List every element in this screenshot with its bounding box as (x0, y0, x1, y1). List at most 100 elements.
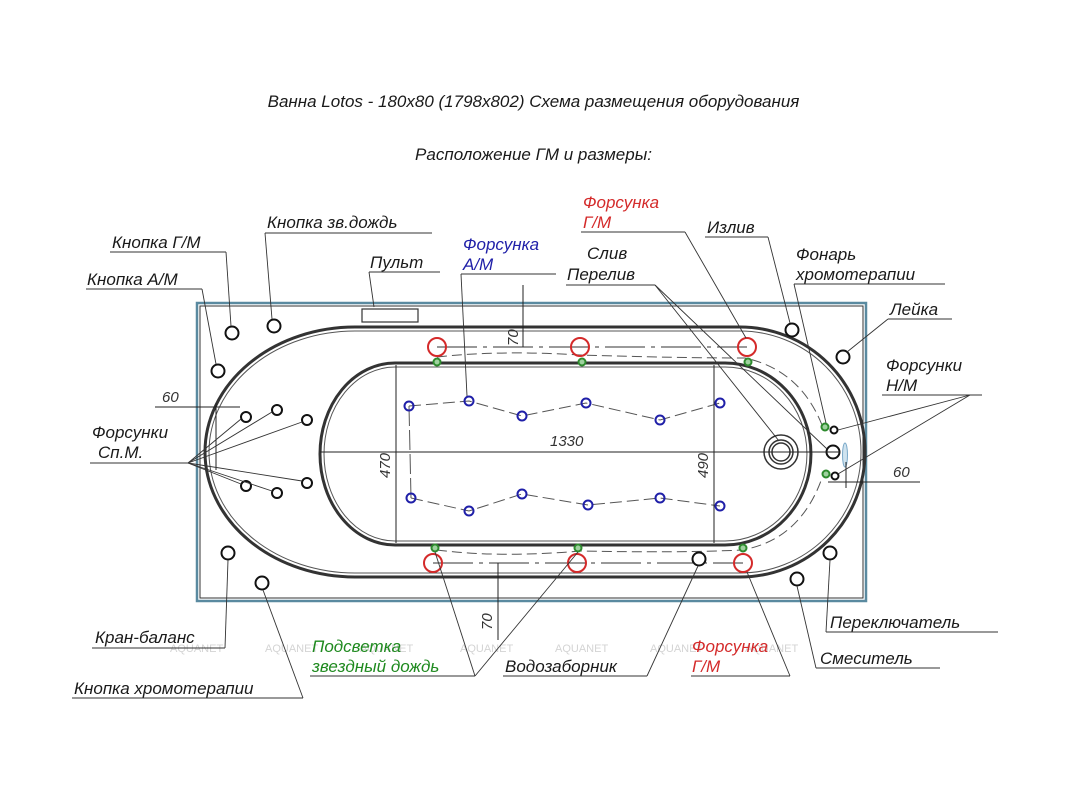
watermark-row: AQUANET AQUANET AQUANET AQUANET AQUANET … (170, 643, 798, 655)
air-jet (714, 397, 726, 409)
watermark: AQUANET (360, 643, 413, 655)
tub-rim-outline (203, 325, 867, 579)
air-jet (580, 397, 592, 409)
watermark: AQUANET (265, 643, 318, 655)
button-hydro-massage (224, 325, 240, 341)
label-overflow: Перелив (567, 265, 635, 284)
dim-offset-top: 70 (505, 329, 522, 346)
star-light (738, 543, 748, 553)
dimension-lines (155, 285, 920, 640)
button-air-massage (210, 363, 226, 379)
star-light (432, 357, 442, 367)
label-mixer: Смеситель (820, 649, 913, 668)
label-spine-jets-1: Форсунки (92, 423, 169, 442)
star-light (743, 357, 753, 367)
star-light (577, 357, 587, 367)
faucet-balance (220, 545, 236, 561)
label-water-intake: Водозаборник (505, 657, 618, 676)
label-air-jet-1: Форсунка (463, 235, 539, 254)
label-button-air-massage: Кнопка А/М (87, 270, 178, 289)
dim-length: 1330 (550, 433, 584, 450)
star-light (573, 543, 583, 553)
label-control-panel: Пульт (370, 253, 423, 272)
label-button-chromotherapy: Кнопка хромотерапии (74, 679, 254, 698)
leader-lines (72, 231, 998, 699)
dim-offset-bottom: 70 (479, 613, 496, 630)
label-neck-jets-2: Н/М (886, 376, 918, 395)
spout (842, 442, 848, 468)
label-hydro-jet-bottom-1: Форсунка (692, 637, 768, 656)
button-star-rain (266, 318, 282, 334)
hydro-jet (570, 337, 590, 357)
dim-width-right: 490 (695, 452, 712, 478)
star-light (430, 543, 440, 553)
tub-outer-frame-inner (199, 305, 864, 599)
label-star-light-2: звездный дождь (311, 657, 439, 676)
air-jet (403, 400, 415, 412)
label-faucet-balance: Кран-баланс (95, 628, 195, 647)
button-chromotherapy (254, 575, 270, 591)
watermark: AQUANET (650, 643, 703, 655)
pipe-line-bottom (436, 477, 823, 555)
air-jet (714, 500, 726, 512)
air-jet (516, 488, 528, 500)
label-spout: Излив (707, 218, 755, 237)
mixer (789, 571, 805, 587)
label-hand-shower: Лейка (889, 300, 938, 319)
hydro-jet (567, 553, 587, 573)
water-intake (691, 551, 707, 567)
dim-offset-right: 60 (893, 464, 910, 481)
spine-jet (271, 487, 283, 499)
air-jet (463, 395, 475, 407)
label-button-hydro-massage: Кнопка Г/М (112, 233, 201, 252)
diagram-subtitle: Расположение ГМ и размеры: (415, 145, 652, 164)
control-panel (361, 308, 419, 323)
label-neck-jets-1: Форсунки (886, 356, 963, 375)
hydro-jet (423, 553, 443, 573)
label-hydro-jet-top-2: Г/М (583, 213, 612, 232)
label-lamp-1: Фонарь (796, 245, 856, 264)
tub-basin-outline-inner (323, 366, 808, 542)
label-button-star-rain: Кнопка зв.дождь (267, 213, 397, 232)
spine-jet (240, 411, 252, 423)
air-jet (463, 505, 475, 517)
hydro-jet (737, 337, 757, 357)
air-jet (405, 492, 417, 504)
dim-width-left: 470 (377, 452, 394, 478)
neck-jet (829, 425, 839, 435)
neck-jet (830, 471, 840, 481)
air-jets-line-left (408, 405, 412, 499)
watermark: AQUANET (555, 643, 608, 655)
watermark: AQUANET (745, 643, 798, 655)
star-light (821, 469, 831, 479)
label-hydro-jet-bottom-2: Г/М (692, 657, 721, 676)
watermark: AQUANET (170, 643, 223, 655)
air-jets-line-top (408, 400, 721, 421)
tub-rim-outline-inner (208, 330, 862, 574)
air-jet (654, 492, 666, 504)
spine-jet (301, 477, 313, 489)
air-jet (516, 410, 528, 422)
tub-basin-outline (318, 361, 813, 547)
dim-offset-left: 60 (162, 389, 179, 406)
label-hydro-jet-top-1: Форсунка (583, 193, 659, 212)
diagram-title: Ванна Lotos - 180x80 (1798x802) Схема ра… (267, 92, 800, 111)
spine-jet (271, 404, 283, 416)
hydro-jet (427, 337, 447, 357)
label-switch: Переключатель (830, 613, 960, 632)
air-jets-line-bottom (410, 493, 721, 512)
label-spine-jets-2: Сп.М. (98, 443, 143, 462)
pipe-line-top (436, 352, 823, 426)
hand-shower (835, 349, 851, 365)
label-star-light-1: Подсветка (312, 637, 401, 656)
label-air-jet-2: А/М (462, 255, 494, 274)
air-jet (654, 414, 666, 426)
chromotherapy-lamp (784, 322, 800, 338)
switch (822, 545, 838, 561)
star-light (820, 422, 830, 432)
label-drain: Слив (587, 244, 627, 263)
hydro-jet (733, 553, 753, 573)
label-lamp-2: хромотерапии (795, 265, 916, 284)
spine-jet (301, 414, 313, 426)
